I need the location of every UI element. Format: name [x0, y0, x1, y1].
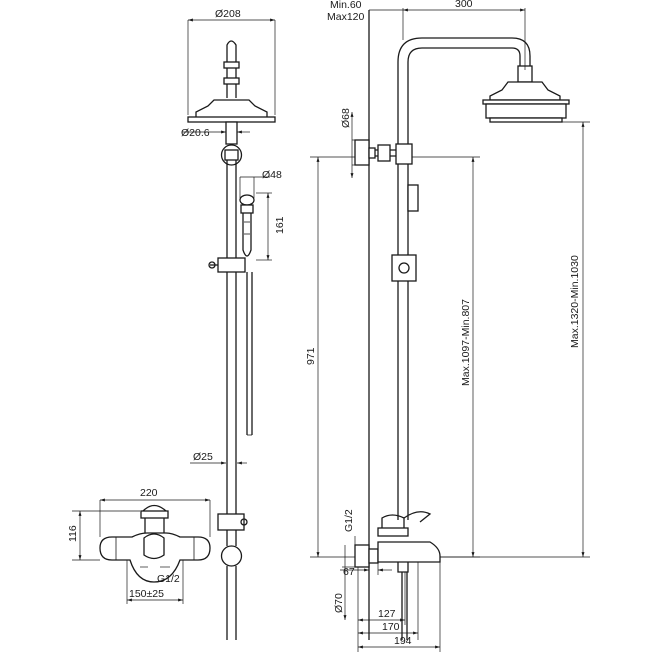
depth-127-label: 127 — [378, 608, 396, 620]
side-thread-label: G1/2 — [343, 509, 355, 532]
wall-offset-max-label: Max120 — [327, 11, 365, 23]
side-hand-holder — [391, 184, 419, 282]
hand-shower-diameter-label: Ø48 — [262, 169, 282, 181]
bar-height-label: 971 — [305, 347, 317, 365]
bracket-diameter-label: Ø68 — [340, 108, 352, 128]
arm-reach-label: 300 — [455, 0, 473, 10]
total-height-range-label: Max.1320-Min.1030 — [569, 255, 581, 348]
hand-shower-length-label: 161 — [274, 216, 286, 234]
flange-diameter-label: Ø70 — [333, 593, 345, 613]
side-upper-bracket — [354, 139, 413, 166]
side-view: Min.60 Max120 300 Ø68 971 Max.1097-Min.8… — [305, 0, 590, 652]
depth-194-label: 194 — [394, 635, 412, 647]
lower-bracket — [217, 513, 248, 640]
wall-offset-min-label: Min.60 — [330, 0, 362, 11]
arm-diameter-label: Ø20.6 — [181, 127, 210, 139]
mixer-centers-label: 150±25 — [129, 588, 164, 600]
depth-170-label: 170 — [382, 621, 400, 633]
mixer-height-label: 116 — [67, 525, 79, 542]
riser-bar — [226, 150, 237, 520]
head-diameter-label: Ø208 — [215, 8, 241, 20]
shower-head — [187, 40, 276, 123]
bar-height-range-label: Max.1097-Min.807 — [460, 299, 472, 386]
front-view: Ø208 Ø20.6 Ø48 161 Ø25 — [181, 8, 286, 640]
depth-67-label: 67 — [343, 566, 355, 578]
side-mixer — [354, 511, 441, 640]
mixer-thread-label: G1/2 — [157, 573, 180, 585]
mixer-width-label: 220 — [140, 487, 158, 499]
mixer-front-view: 220 116 G1/2 150±25 — [67, 487, 211, 604]
upper-bracket — [220, 121, 243, 166]
bar-diameter-label: Ø25 — [193, 451, 213, 463]
side-riser-arm — [397, 37, 570, 520]
hand-shower — [208, 194, 255, 436]
